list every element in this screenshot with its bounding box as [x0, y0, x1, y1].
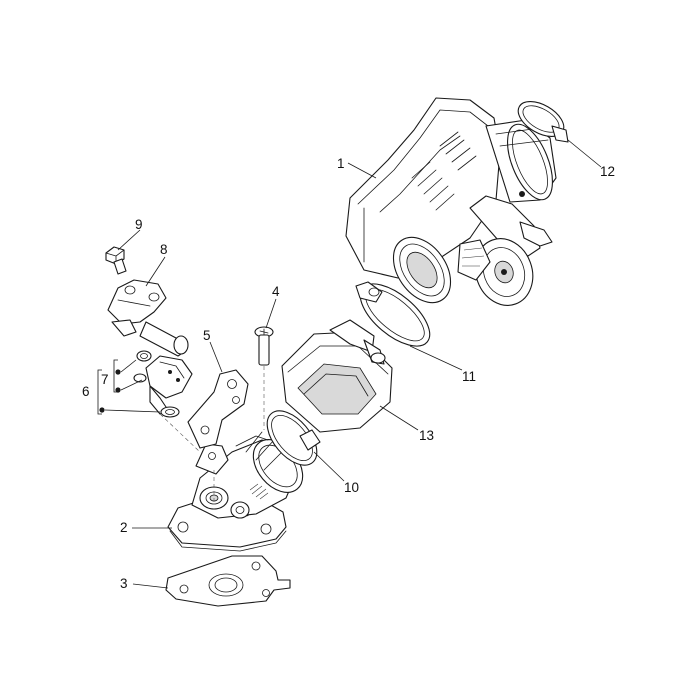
callout-6: 6: [82, 384, 90, 399]
callout-13: 13: [419, 428, 434, 443]
part-8-injector: [107, 279, 189, 357]
group-bracket-6-7: [97, 359, 161, 415]
assembly-axes: [159, 366, 265, 504]
part-13-adaptor: [281, 319, 393, 433]
callout-8: 8: [160, 242, 168, 257]
leader-lines: [117, 139, 602, 589]
part-5-bracket: [187, 369, 249, 449]
part-4-screw: [254, 326, 274, 366]
callout-12: 12: [600, 164, 615, 179]
callout-1: 1: [337, 156, 345, 171]
callout-4: 4: [272, 284, 280, 299]
part-12-clamp: [517, 101, 569, 143]
callout-3: 3: [120, 576, 128, 591]
part-10-clamp: [266, 410, 321, 466]
callout-5: 5: [203, 328, 211, 343]
part-7-sensor: [133, 350, 193, 418]
callout-10: 10: [344, 480, 359, 495]
callout-11: 11: [462, 369, 476, 384]
part-1-throttle-body: [345, 97, 557, 306]
callout-2: 2: [120, 520, 128, 535]
callout-9: 9: [135, 217, 143, 232]
part-11-clamp: [355, 281, 431, 347]
part-3-gasket: [165, 555, 291, 607]
part-9-bolt: [105, 246, 127, 275]
callout-7: 7: [101, 372, 109, 387]
callout-labels: 1 2 3 4 5 6 7 8 9 10 11 12 13: [82, 156, 615, 591]
